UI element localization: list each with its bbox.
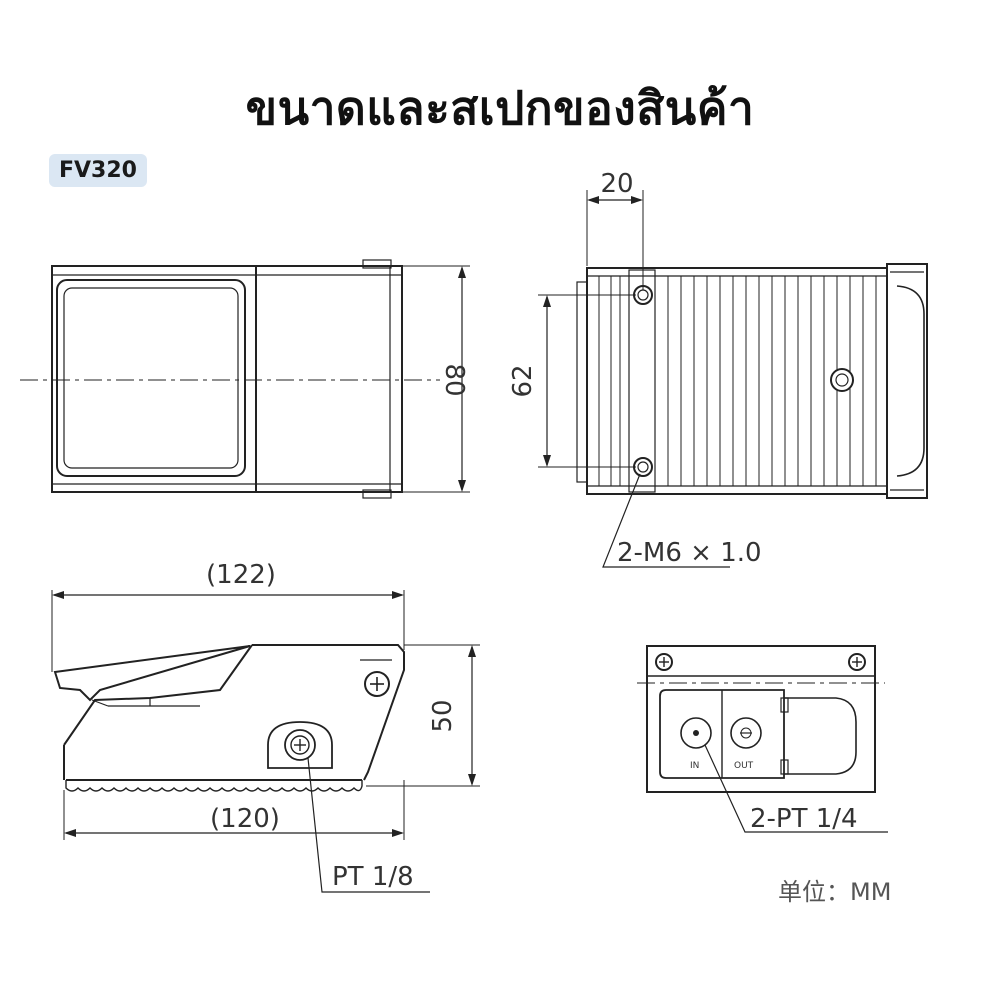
pedal-profile xyxy=(53,645,251,702)
page-title: ขนาดและสเปกของสินค้า xyxy=(245,81,755,135)
port-housing xyxy=(659,689,785,779)
dim-label-80: 80 xyxy=(439,363,469,396)
dim-label-120: (120) xyxy=(210,804,280,834)
center-hole xyxy=(830,368,854,392)
dim-label-50: 50 xyxy=(428,699,458,732)
plan-view xyxy=(538,190,928,568)
dim-label-62: 62 xyxy=(508,364,538,397)
dim-label-pilot-port: PT 1/8 xyxy=(332,862,414,892)
pilot-port-boss xyxy=(267,721,333,769)
pedal-plate xyxy=(56,279,246,477)
cooling-fins xyxy=(598,276,877,486)
end-view xyxy=(637,645,888,833)
screw-icon xyxy=(848,653,866,671)
base-tread xyxy=(65,780,363,792)
in-port xyxy=(680,717,712,749)
leader-ports xyxy=(704,744,888,833)
leader-mount-thread xyxy=(602,473,730,568)
screw-icon xyxy=(364,671,390,697)
port-label-out: OUT xyxy=(734,761,754,771)
dim-label-122: (122) xyxy=(206,560,276,590)
side-elevation xyxy=(51,590,480,893)
unit-label: 单位：MM xyxy=(778,878,891,906)
dim-label-mount-thread: 2-M6 × 1.0 xyxy=(617,538,762,568)
top-view-body xyxy=(51,265,403,493)
port-label-in: IN xyxy=(690,761,699,771)
out-port xyxy=(730,717,762,749)
model-badge: FV320 xyxy=(49,154,147,187)
top-view xyxy=(20,259,470,499)
dim-label-20: 20 xyxy=(600,169,633,199)
dim-label-ports: 2-PT 1/4 xyxy=(750,804,858,834)
leader-pilot-port xyxy=(307,757,430,893)
mount-hole-bottom xyxy=(633,457,653,477)
end-view-body xyxy=(646,645,876,793)
screw-icon xyxy=(655,653,673,671)
